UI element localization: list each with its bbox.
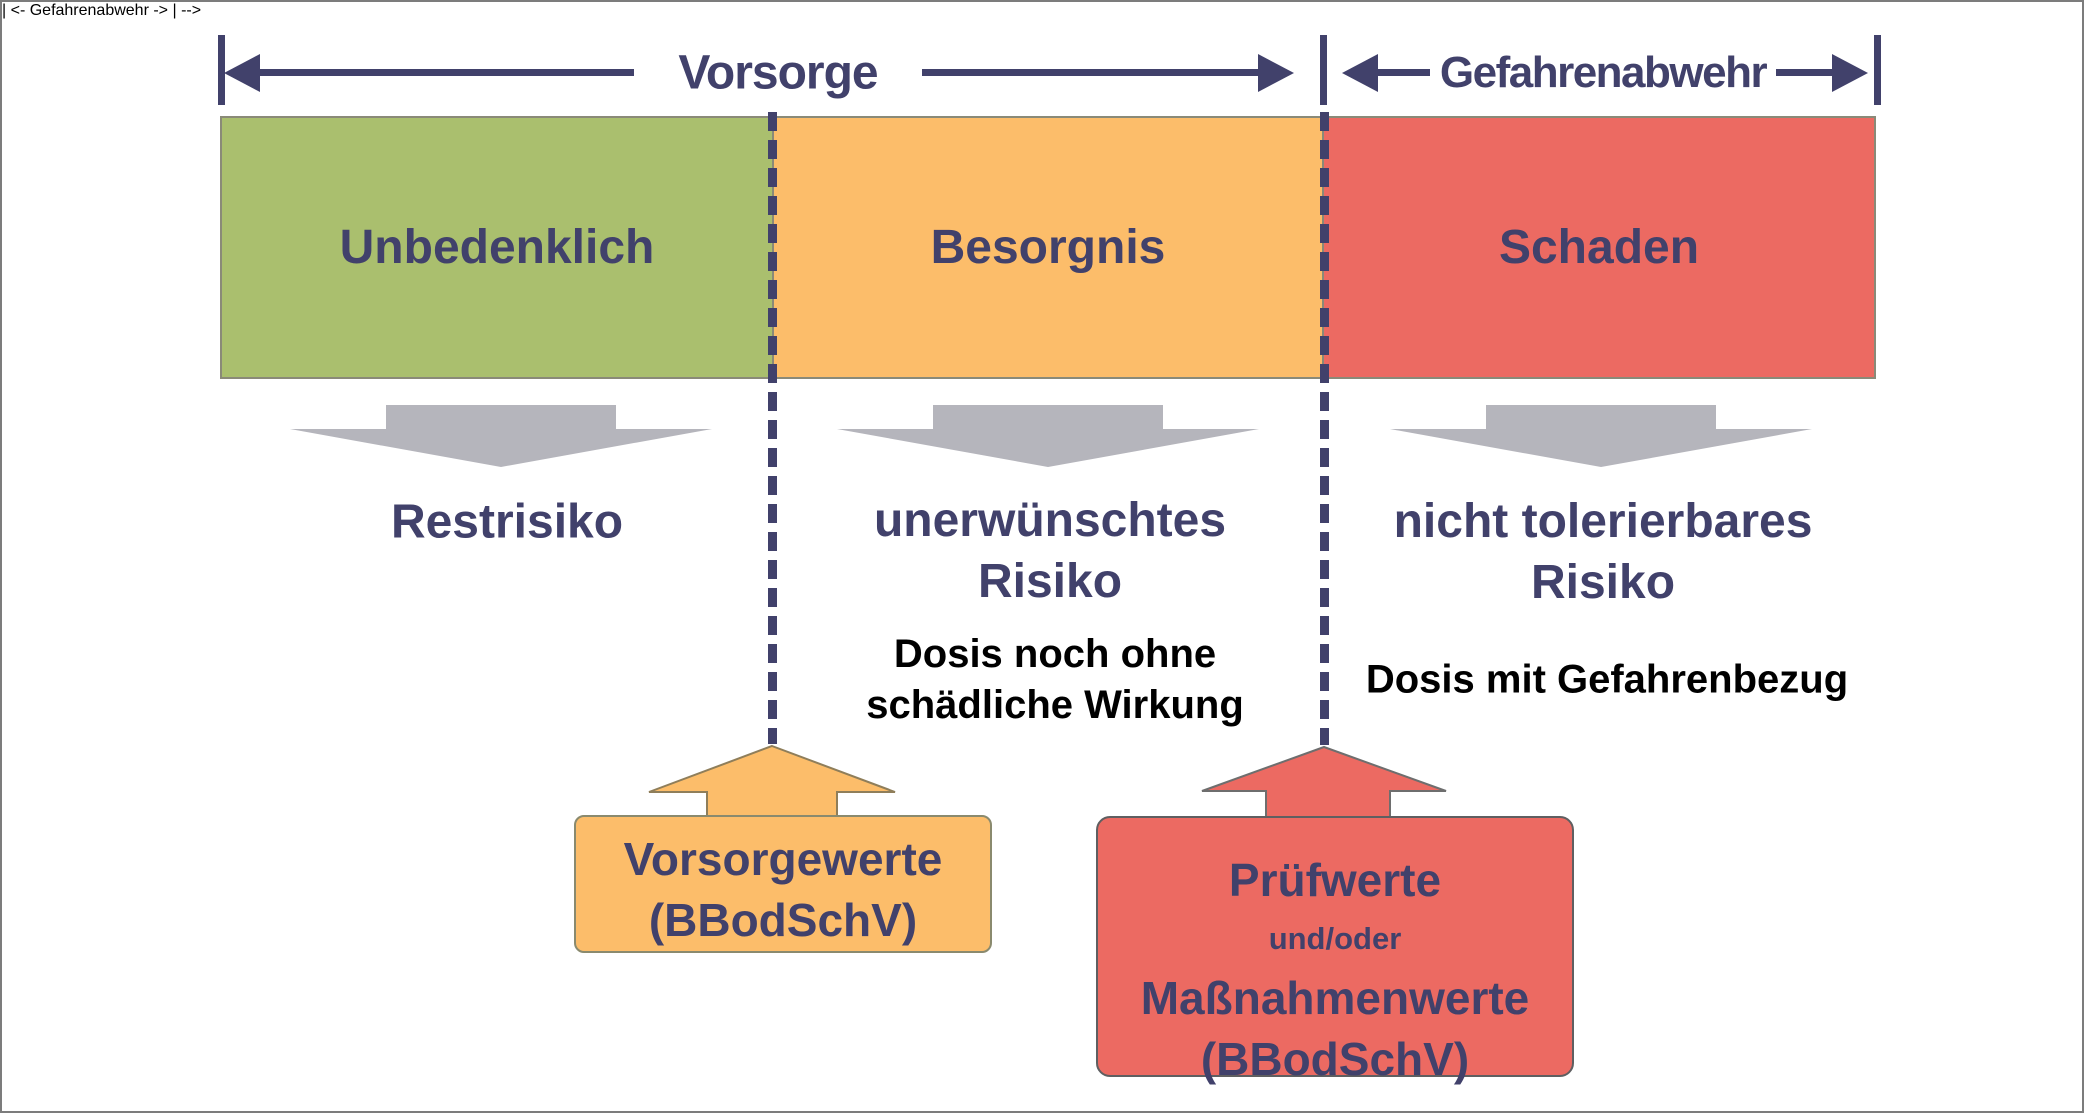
down-arrow-icon-left <box>290 405 712 467</box>
pruefwerte-box-line3: Maßnahmenwerte <box>1140 972 1530 1024</box>
risk-label-right-line2: Risiko <box>1530 556 1676 609</box>
gefahrenabwehr-shaft-left <box>1372 69 1430 76</box>
vorsorgewerte-box-line1: Vorsorgewerte <box>623 833 943 885</box>
risk-label-restrisiko: Restrisiko <box>390 495 624 549</box>
zone-besorgnis-label: Besorgnis <box>930 221 1166 274</box>
risk-label-right-line1: nicht tolerierbares <box>1393 495 1813 548</box>
risk-label-middle-line2: Risiko <box>977 555 1123 608</box>
zone-besorgnis: Besorgnis <box>772 118 1324 377</box>
dose-note-right: Dosis mit Gefahrenbezug <box>1365 657 1849 702</box>
down-arrow-icon-right <box>1390 405 1812 467</box>
pruefwerte-box-line2: und/oder <box>1268 921 1402 956</box>
pruefwerte-box-line1: Prüfwerte <box>1228 854 1442 906</box>
arrowhead-right-icon <box>1258 54 1294 92</box>
dose-note-middle-line2: schädliche Wirkung <box>866 683 1244 727</box>
risk-label-unerwuenschtes-risiko: unerwünschtes Risiko <box>874 490 1226 612</box>
zone-band: Unbedenklich Besorgnis Schaden <box>220 116 1876 379</box>
vorsorgewerte-box-line2: (BBodSchV) <box>648 894 918 946</box>
guide-tick-right <box>1874 35 1881 105</box>
up-arrow-icon-pruefwerte <box>1201 745 1447 823</box>
guide-tick-middle <box>1320 35 1327 105</box>
dose-note-middle-line1: Dosis noch ohne <box>893 632 1217 676</box>
dose-note-middle: Dosis noch ohne schädliche Wirkung <box>866 629 1244 731</box>
gefahrenabwehr-arrowhead-right-icon <box>1832 54 1868 92</box>
zone-unbedenklich-label: Unbedenklich <box>339 221 655 274</box>
down-arrow-icon-middle <box>837 405 1259 467</box>
threshold-dashed-line-vorsorgewerte <box>768 112 777 744</box>
vorsorgewerte-box: Vorsorgewerte (BBodSchV) <box>574 815 992 953</box>
gefahrenabwehr-label: Gefahrenabwehr <box>1439 48 1768 97</box>
pruefwerte-box: Prüfwerte und/oder Maßnahmenwerte (BBodS… <box>1096 816 1574 1085</box>
gefahrenabwehr-shaft-right <box>1776 69 1834 76</box>
zone-schaden-label: Schaden <box>1498 221 1700 274</box>
threshold-dashed-line-pruefwerte <box>1320 112 1329 745</box>
risk-label-nicht-tolerierbares-risiko: nicht tolerierbares Risiko <box>1394 491 1813 613</box>
zone-schaden: Schaden <box>1324 118 1874 377</box>
up-arrow-icon-vorsorgewerte <box>648 744 896 821</box>
vorsorge-arrow-shaft-right <box>922 69 1258 76</box>
vorsorge-label: Vorsorge <box>678 46 878 100</box>
vorsorge-arrow-shaft-left <box>254 69 634 76</box>
risk-label-middle-line1: unerwünschtes <box>873 494 1227 547</box>
guide-tick-left <box>218 35 225 105</box>
pruefwerte-box-line4: (BBodSchV) <box>1200 1033 1470 1085</box>
zone-unbedenklich: Unbedenklich <box>222 118 772 377</box>
